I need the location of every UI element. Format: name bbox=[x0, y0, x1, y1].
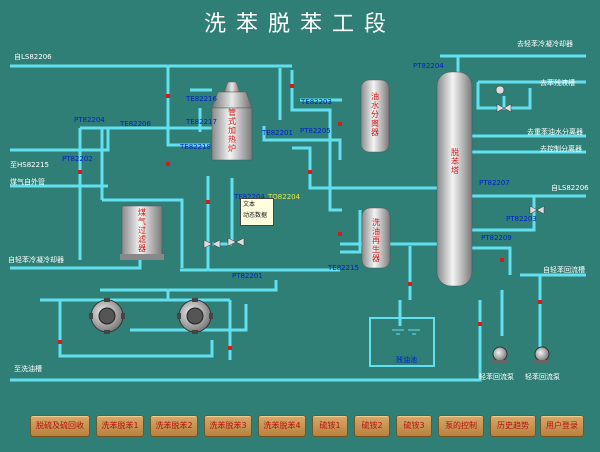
equipment-label: 轻苯回流泵 bbox=[479, 373, 514, 381]
oil-water-separator[interactable] bbox=[360, 79, 390, 153]
line-label: 自轻苯回流槽 bbox=[543, 266, 585, 274]
tube-furnace[interactable] bbox=[211, 81, 253, 161]
equipment-label: 油水分离器 bbox=[371, 92, 379, 137]
nav-button-ammonium-2[interactable]: 硫铵2 bbox=[354, 415, 390, 437]
nav-button-ammonium-1[interactable]: 硫铵1 bbox=[312, 415, 348, 437]
nav-button-wash-1[interactable]: 洗苯脱苯1 bbox=[96, 415, 144, 437]
control-valve-icon[interactable] bbox=[495, 85, 505, 95]
equipment-label: 洗油再生器 bbox=[372, 218, 380, 263]
valve-icon[interactable] bbox=[496, 103, 512, 113]
instrument-tag[interactable]: TE82217 bbox=[186, 118, 217, 126]
instrument-tag[interactable]: TE82203 bbox=[301, 98, 332, 106]
line-label: 去苯残液槽 bbox=[540, 79, 575, 87]
instrument-tag[interactable]: TE82216 bbox=[186, 95, 217, 103]
instrument-tag[interactable]: TE82206 bbox=[120, 120, 151, 128]
tooltip-line: 动态数据 bbox=[243, 212, 268, 219]
debenzene-tower[interactable] bbox=[436, 71, 473, 287]
pump-left-2[interactable] bbox=[177, 298, 213, 334]
instrument-tag[interactable]: PT82204 bbox=[74, 116, 105, 124]
nav-button-pump-control[interactable]: 泵的控制 bbox=[438, 415, 484, 437]
tooltip-popup: 文本 动态数据 bbox=[240, 198, 274, 226]
line-label: 至洗油槽 bbox=[14, 365, 42, 373]
instrument-tag[interactable]: TE82204 bbox=[234, 193, 265, 201]
nav-button-desulfurization[interactable]: 脱硫及硫回收 bbox=[30, 415, 90, 437]
equipment-label: 脱苯塔 bbox=[451, 148, 459, 175]
nav-button-ammonium-3[interactable]: 硫铵3 bbox=[396, 415, 432, 437]
line-label: 至HS82215 bbox=[10, 161, 49, 169]
instrument-tag[interactable]: PT82203 bbox=[506, 215, 537, 223]
line-label: 煤气自外管 bbox=[10, 178, 45, 186]
instrument-tag[interactable]: TE82218 bbox=[180, 143, 211, 151]
reflux-pump-1[interactable] bbox=[492, 346, 508, 364]
instrument-tag[interactable]: TE82215 bbox=[328, 264, 359, 272]
nav-button-wash-4[interactable]: 洗苯脱苯4 bbox=[258, 415, 306, 437]
instrument-tag[interactable]: PT82205 bbox=[300, 127, 331, 135]
tooltip-line: 文本 bbox=[243, 201, 256, 208]
equipment-label: 管式加热炉 bbox=[228, 108, 236, 153]
instrument-tag[interactable]: PT82204 bbox=[413, 62, 444, 70]
line-label: 去轻苯冷凝冷却器 bbox=[517, 40, 573, 48]
gas-filter[interactable] bbox=[120, 205, 164, 260]
equipment-label: 轻苯回流泵 bbox=[525, 373, 560, 381]
line-label: 自轻苯冷凝冷却器 bbox=[8, 256, 64, 264]
equipment-label: 煤气过滤器 bbox=[138, 208, 146, 253]
instrument-tag[interactable]: TE82201 bbox=[262, 129, 293, 137]
nav-button-history-trend[interactable]: 历史趋势 bbox=[490, 415, 536, 437]
nav-button-wash-3[interactable]: 洗苯脱苯3 bbox=[204, 415, 252, 437]
line-label: 自LS82206 bbox=[551, 184, 589, 192]
page-title: 洗苯脱苯工段 bbox=[203, 12, 396, 37]
reflux-pump-2[interactable] bbox=[534, 346, 550, 364]
flow-markers bbox=[58, 84, 542, 350]
line-label: 自LS82206 bbox=[14, 53, 52, 61]
valve-icon[interactable] bbox=[529, 205, 545, 215]
pump-left-1[interactable] bbox=[89, 298, 125, 334]
instrument-tag[interactable]: TO82204 bbox=[268, 193, 301, 201]
valve-icon[interactable] bbox=[227, 237, 245, 247]
nav-button-wash-2[interactable]: 洗苯脱苯2 bbox=[150, 415, 198, 437]
line-label: 去控制分离器 bbox=[540, 145, 582, 153]
valve-icon[interactable] bbox=[203, 239, 221, 249]
instrument-tag[interactable]: PT82202 bbox=[62, 155, 93, 163]
line-label: 去重苯油水分离器 bbox=[527, 128, 583, 136]
instrument-tag[interactable]: PT82209 bbox=[481, 234, 512, 242]
instrument-tag[interactable]: PT82201 bbox=[232, 272, 263, 280]
waste-oil-pool[interactable] bbox=[369, 317, 435, 367]
instrument-tag[interactable]: PT82207 bbox=[479, 179, 510, 187]
pipe-network bbox=[10, 54, 586, 382]
equipment-label: 残油池 bbox=[396, 356, 417, 364]
wash-oil-regenerator[interactable] bbox=[361, 207, 391, 269]
nav-button-user-login[interactable]: 用户登录 bbox=[540, 415, 584, 437]
